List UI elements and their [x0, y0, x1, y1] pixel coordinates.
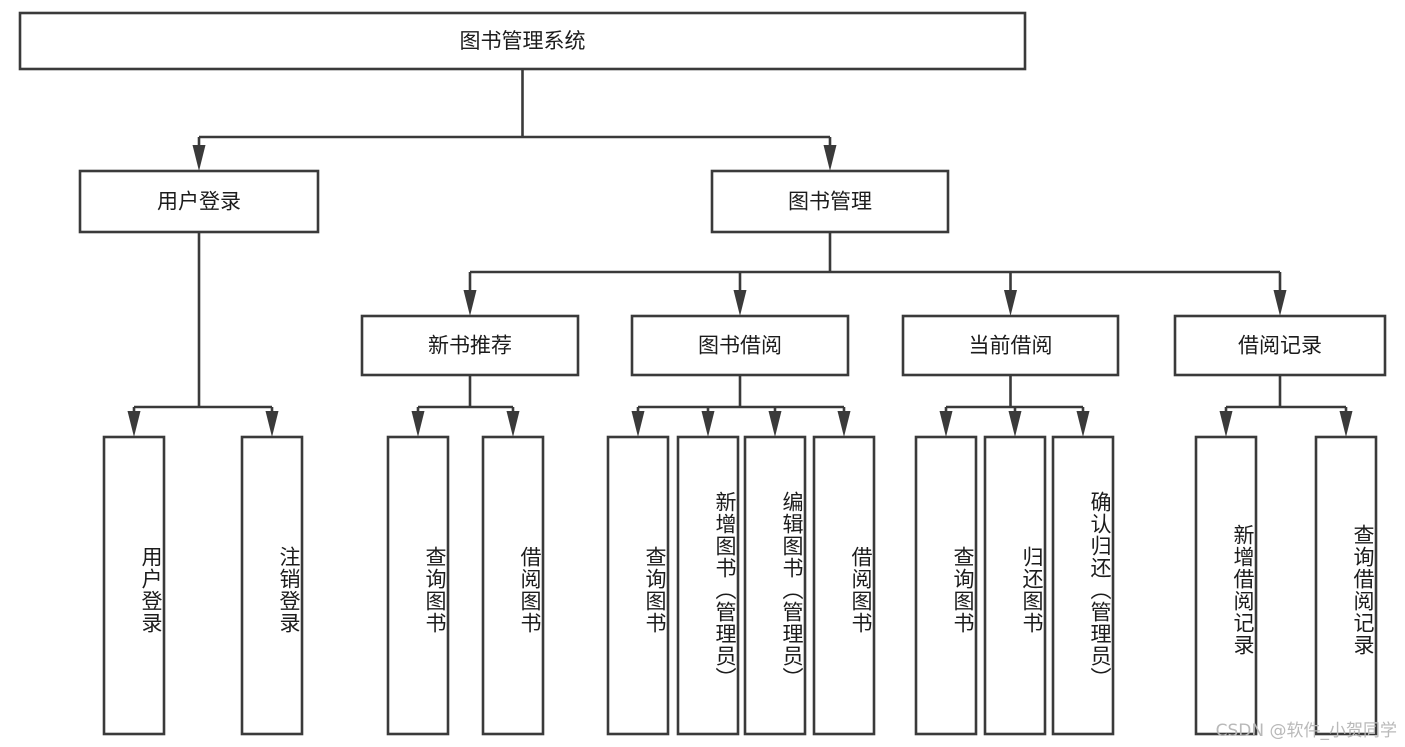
csdn-watermark: CSDN @软件_小贺同学	[1215, 721, 1397, 741]
leaf-arrow-leaf-user-login-arrowhead	[127, 411, 141, 437]
node-box-current-borrow[interactable]	[901, 314, 1120, 377]
leaf-box-leaf-borrow-book-2[interactable]	[812, 435, 876, 736]
node-box-book-manage[interactable]	[710, 169, 950, 234]
leaf-arrow-leaf-borrow-book-2-arrowhead	[837, 411, 851, 437]
connectors-layer	[127, 69, 1353, 437]
node-box-user-login[interactable]	[78, 169, 320, 234]
node-box-book-borrow[interactable]	[630, 314, 850, 377]
node-label-book-borrow: 图书借阅	[698, 334, 782, 358]
node-label-borrow-record: 借阅记录	[1238, 334, 1322, 358]
boxes-layer	[18, 11, 1387, 736]
leaf-arrow-leaf-query-book-2-arrowhead	[631, 411, 645, 437]
leaf-box-leaf-confirm-return-admin[interactable]	[1051, 435, 1115, 736]
leaf-box-leaf-query-book-3[interactable]	[914, 435, 978, 736]
level2-arrow-book-manage-arrowhead	[823, 145, 837, 171]
leaf-box-leaf-query-book-2[interactable]	[606, 435, 670, 736]
leaf-box-leaf-logout-login[interactable]	[240, 435, 304, 736]
leaf-box-leaf-edit-book-admin[interactable]	[743, 435, 807, 736]
level2-arrow-user-login-arrowhead	[192, 145, 206, 171]
level3-arrow-new-book-recommend-arrowhead	[463, 290, 477, 316]
level3-arrow-borrow-record-arrowhead	[1273, 290, 1287, 316]
leaf-box-leaf-borrow-book-1[interactable]	[481, 435, 545, 736]
node-box-new-book-recommend[interactable]	[360, 314, 580, 377]
node-label-current-borrow: 当前借阅	[969, 334, 1053, 358]
leaf-box-leaf-query-book-1[interactable]	[386, 435, 450, 736]
leaf-arrow-leaf-add-book-admin-arrowhead	[701, 411, 715, 437]
leaf-box-leaf-add-book-admin[interactable]	[676, 435, 740, 736]
level3-arrow-book-borrow-arrowhead	[733, 290, 747, 316]
leaf-box-leaf-add-borrow-record[interactable]	[1194, 435, 1258, 736]
node-label-book-manage: 图书管理	[788, 190, 872, 214]
node-box-borrow-record[interactable]	[1173, 314, 1387, 377]
leaf-box-leaf-query-borrow-record[interactable]	[1314, 435, 1378, 736]
leaf-arrow-leaf-logout-login-arrowhead	[265, 411, 279, 437]
node-label-new-book-recommend: 新书推荐	[428, 334, 512, 358]
leaf-arrow-leaf-query-borrow-record-arrowhead	[1339, 411, 1353, 437]
leaf-arrow-leaf-return-book-arrowhead	[1008, 411, 1022, 437]
level3-arrow-current-borrow-arrowhead	[1004, 290, 1017, 316]
node-label-user-login: 用户登录	[157, 190, 241, 214]
leaf-arrow-leaf-query-book-3-arrowhead	[939, 411, 953, 437]
node-box-root[interactable]	[18, 11, 1027, 71]
leaf-arrow-leaf-edit-book-admin-arrowhead	[768, 411, 782, 437]
leaf-arrow-leaf-confirm-return-admin-arrowhead	[1076, 411, 1090, 437]
leaf-arrow-leaf-add-borrow-record-arrowhead	[1219, 411, 1233, 437]
leaf-arrow-leaf-borrow-book-1-arrowhead	[506, 411, 520, 437]
leaf-arrow-leaf-query-book-1-arrowhead	[411, 411, 425, 437]
leaf-box-leaf-return-book[interactable]	[983, 435, 1047, 736]
node-label-root: 图书管理系统	[460, 29, 586, 53]
leaf-box-leaf-user-login[interactable]	[102, 435, 166, 736]
